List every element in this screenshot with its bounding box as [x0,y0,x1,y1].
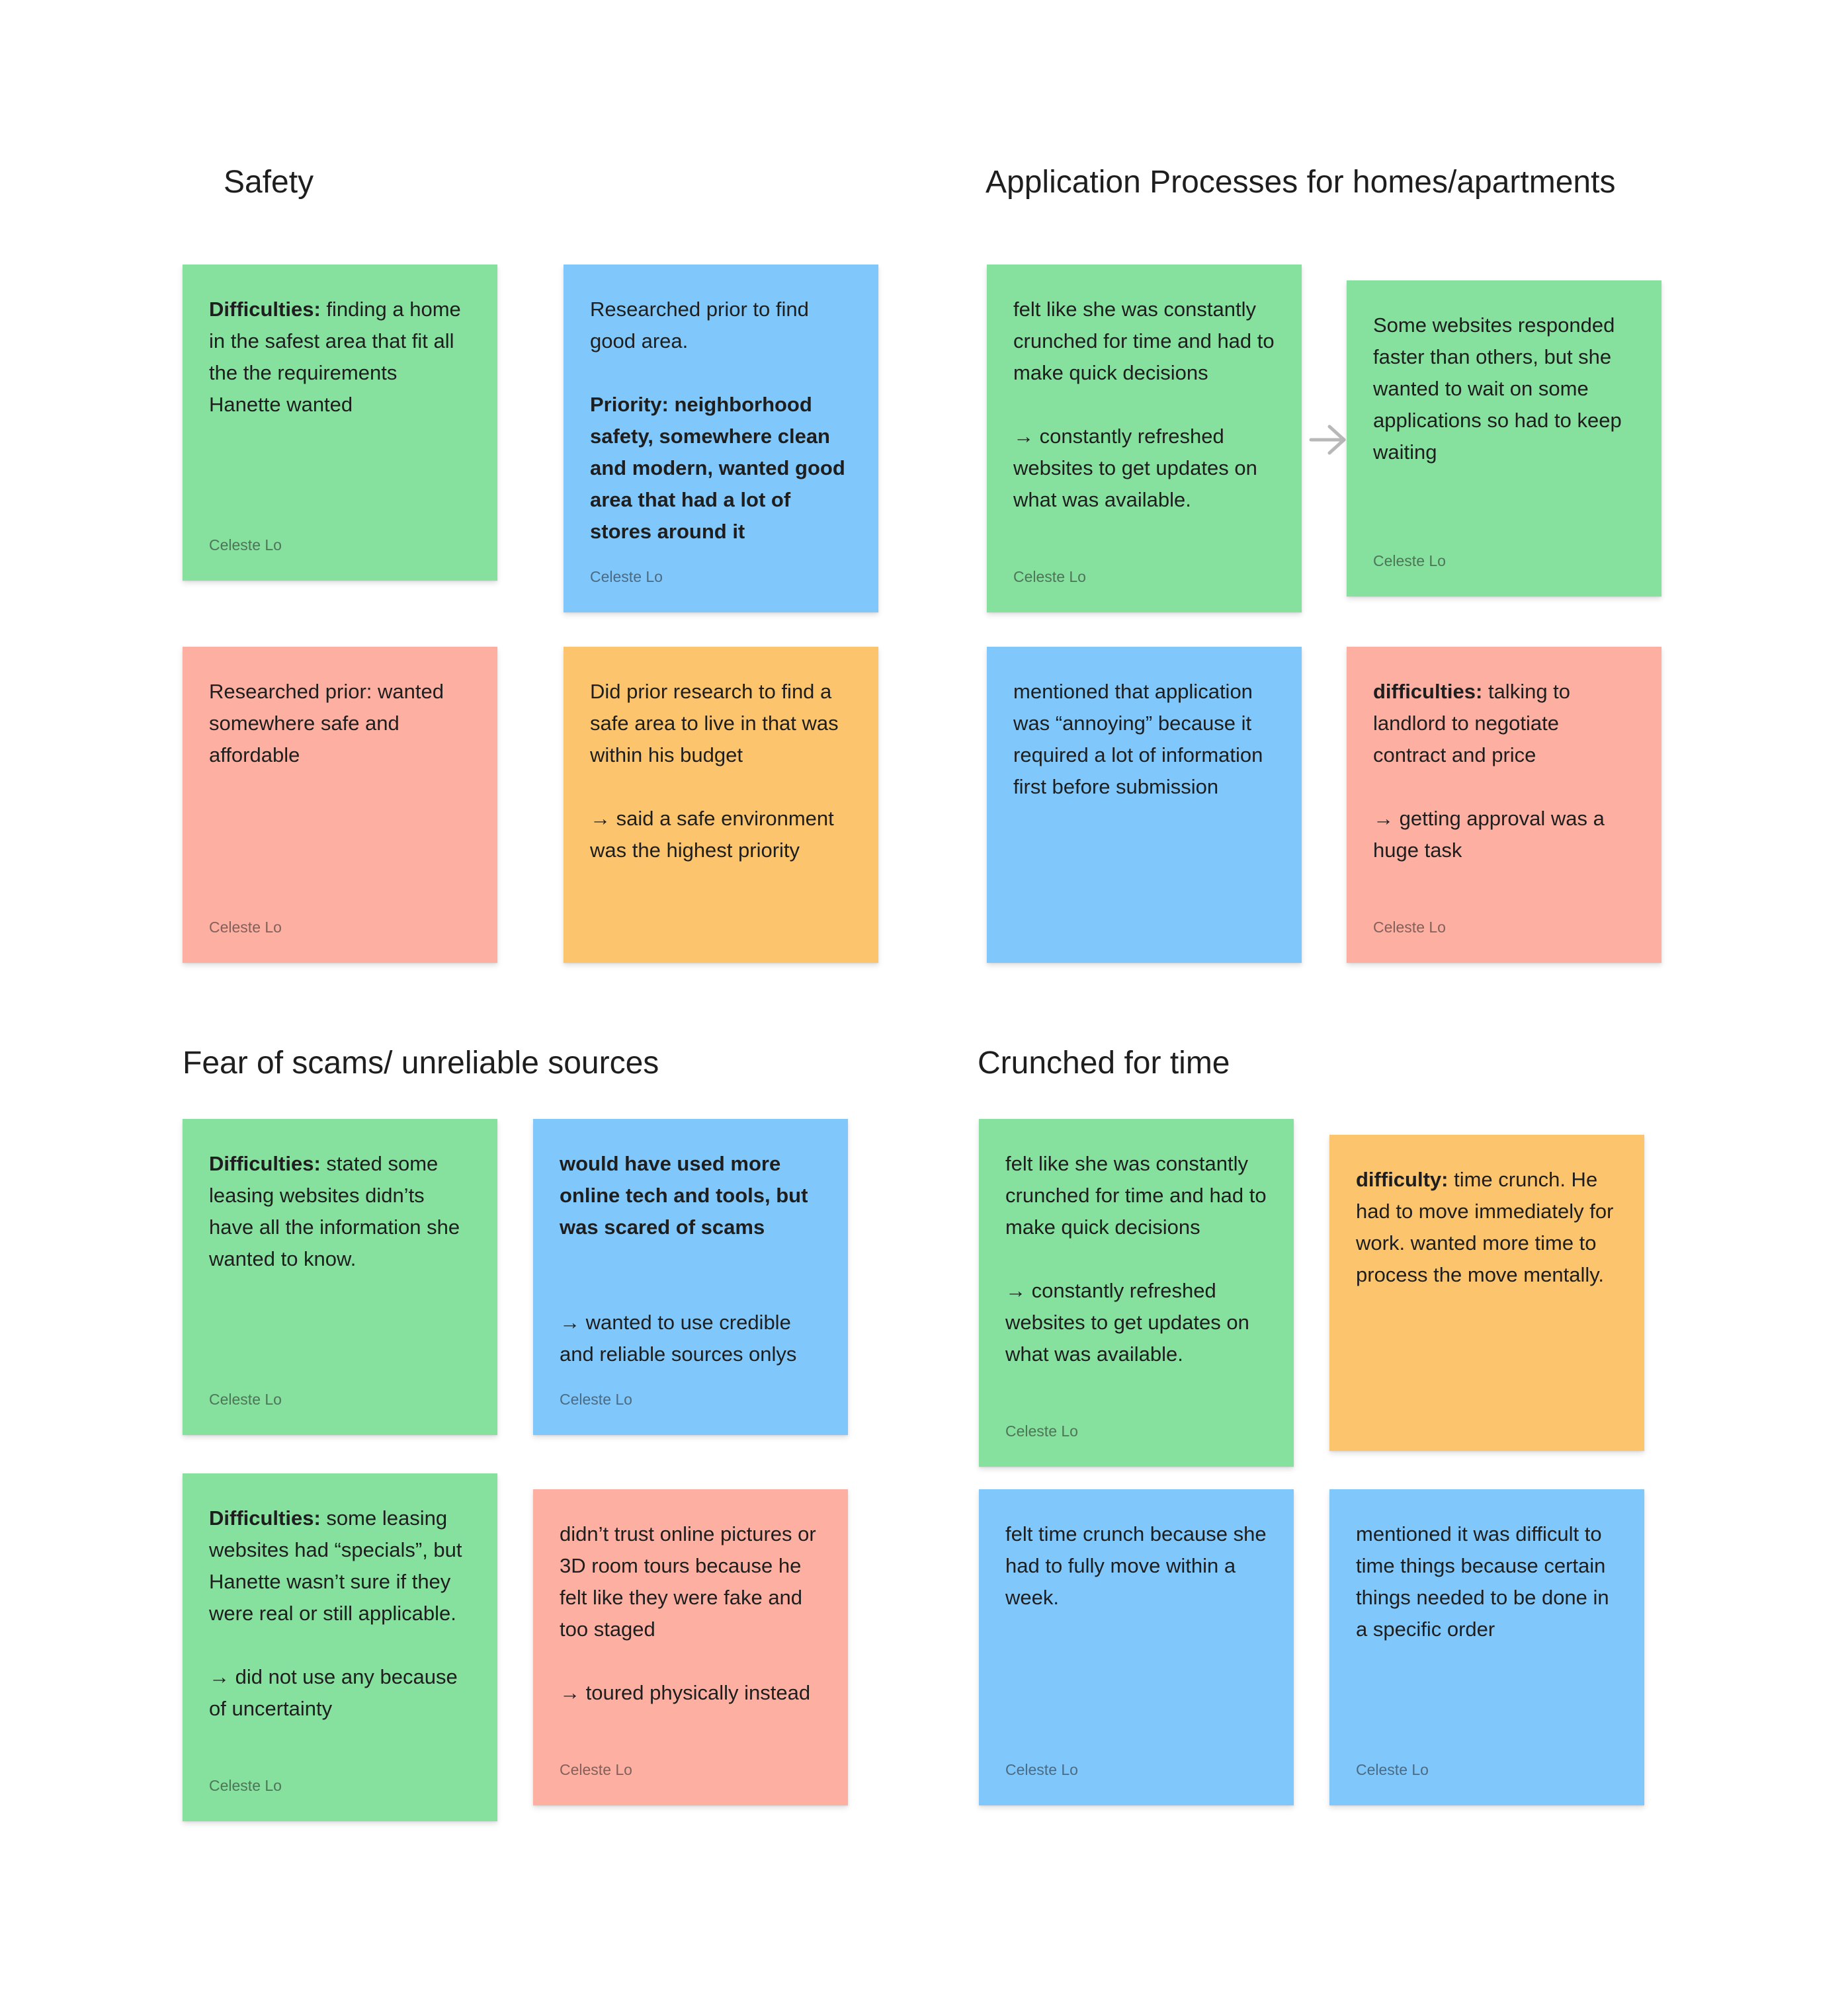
sticky-note-author: Celeste Lo [209,1391,282,1408]
sticky-note-text: Some websites responded faster than othe… [1373,313,1622,464]
sticky-note-author: Celeste Lo [209,536,282,554]
sticky-note[interactable]: didn’t trust online pictures or 3D room … [533,1489,848,1805]
arrow-right-icon [1309,425,1346,455]
sticky-note-text: felt like she was constantly crunched fo… [1013,298,1275,511]
sticky-note[interactable]: Did prior research to find a safe area t… [564,647,878,963]
sticky-note-text: Difficulties: finding a home in the safe… [209,298,461,416]
sticky-note-text: difficulty: time crunch. He had to move … [1356,1168,1614,1286]
sticky-note-text: Did prior research to find a safe area t… [590,680,839,862]
sticky-note-author: Celeste Lo [1013,568,1086,585]
sticky-note-text: difficulties: talking to landlord to neg… [1373,680,1605,862]
sticky-note[interactable]: Some websites responded faster than othe… [1347,280,1661,596]
sticky-note-text: Researched prior: wanted somewhere safe … [209,680,444,766]
sticky-note-text: didn’t trust online pictures or 3D room … [560,1522,816,1704]
sticky-note[interactable]: would have used more online tech and too… [533,1119,848,1435]
section-title-fear-of-scams: Fear of scams/ unreliable sources [183,1046,659,1081]
sticky-note[interactable]: Difficulties: some leasing websites had … [183,1473,497,1821]
sticky-note-text: Difficulties: stated some leasing websit… [209,1152,460,1270]
sticky-note[interactable]: difficulties: talking to landlord to neg… [1347,647,1661,963]
sticky-note-author: Celeste Lo [1005,1422,1078,1440]
section-title-application-processes: Application Processes for homes/apartmen… [986,165,1616,200]
sticky-note[interactable]: Difficulties: stated some leasing websit… [183,1119,497,1435]
sticky-note-text: mentioned it was difficult to time thing… [1356,1522,1609,1641]
sticky-note-author: Celeste Lo [209,1777,282,1794]
sticky-note-text: Researched prior to find good area. Prio… [590,298,845,543]
sticky-note[interactable]: difficulty: time crunch. He had to move … [1329,1135,1644,1451]
section-title-crunched-for-time: Crunched for time [978,1046,1230,1081]
sticky-note[interactable]: mentioned it was difficult to time thing… [1329,1489,1644,1805]
sticky-note[interactable]: mentioned that application was “annoying… [987,647,1302,963]
sticky-note-text: mentioned that application was “annoying… [1013,680,1263,798]
sticky-note-text: felt like she was constantly crunched fo… [1005,1152,1267,1366]
sticky-note-author: Celeste Lo [560,1761,632,1778]
sticky-note-text: would have used more online tech and too… [560,1152,808,1366]
sticky-note[interactable]: felt like she was constantly crunched fo… [979,1119,1294,1467]
sticky-note[interactable]: Researched prior to find good area. Prio… [564,265,878,612]
sticky-note[interactable]: Researched prior: wanted somewhere safe … [183,647,497,963]
sticky-note-text: felt time crunch because she had to full… [1005,1522,1267,1609]
sticky-note-author: Celeste Lo [209,919,282,936]
sticky-note-author: Celeste Lo [590,568,663,585]
sticky-note-author: Celeste Lo [1005,1761,1078,1778]
sticky-note[interactable]: felt like she was constantly crunched fo… [987,265,1302,612]
sticky-note-author: Celeste Lo [1356,1761,1429,1778]
sticky-note-author: Celeste Lo [1373,552,1446,569]
sticky-note-author: Celeste Lo [1373,919,1446,936]
section-title-safety: Safety [224,165,314,200]
sticky-note-author: Celeste Lo [560,1391,632,1408]
sticky-note[interactable]: felt time crunch because she had to full… [979,1489,1294,1805]
sticky-note[interactable]: Difficulties: finding a home in the safe… [183,265,497,581]
sticky-note-text: Difficulties: some leasing websites had … [209,1506,462,1720]
